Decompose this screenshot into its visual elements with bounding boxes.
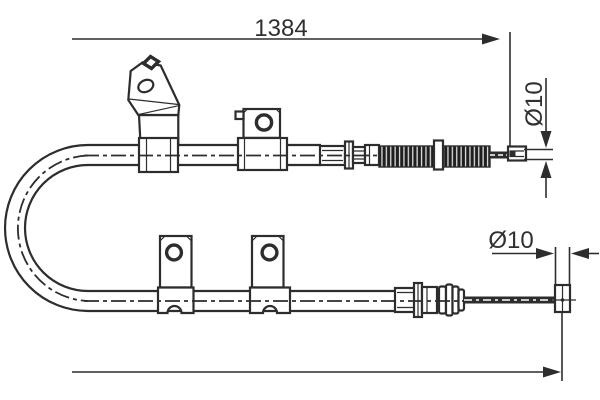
- bellows: [437, 283, 466, 317]
- inner-rod-upper: [490, 151, 509, 159]
- bracket-hole: [254, 113, 274, 132]
- dimension-lower-diameter: Ø10: [488, 227, 599, 284]
- clevis-end-upper: [506, 145, 528, 162]
- arrowhead-left: [571, 248, 589, 259]
- chamfers: [243, 109, 281, 114]
- sheath-end-cap: [393, 286, 418, 314]
- mounting-bracket-flat: [234, 107, 282, 141]
- fold-lines: [128, 98, 179, 115]
- bracket-hole: [164, 243, 184, 262]
- mounting-bracket-angled: [127, 54, 181, 145]
- dimension-label-length: 1384: [254, 15, 307, 42]
- dimension-label-upper-diameter: Ø10: [521, 81, 548, 126]
- center-mark: [560, 298, 565, 302]
- bracket-hole: [260, 243, 279, 262]
- centerline-bend: [16, 154, 89, 302]
- spring-flange: [432, 139, 445, 171]
- dimension-overall-length: 1384: [72, 15, 511, 146]
- arrowhead-right: [482, 33, 500, 45]
- clamp-collar-2: [236, 136, 289, 172]
- dimension-upper-diameter: Ø10: [521, 78, 553, 198]
- cable-outer-sheath: [3, 143, 397, 313]
- bracket-lower-2: [248, 234, 292, 315]
- dimension-label-lower-diameter: Ø10: [488, 227, 533, 254]
- arrowhead-up: [540, 161, 552, 178]
- barrel-end-lower: [548, 283, 576, 314]
- dimension-bottom-reference: [72, 313, 563, 381]
- bracket-tab: [140, 54, 162, 71]
- arrowhead-right: [543, 366, 561, 378]
- bracket-slot-hole: [137, 78, 155, 94]
- extension-lines: [554, 247, 571, 284]
- bracket-collar: [248, 286, 292, 315]
- inner-rod-lower: [464, 296, 555, 304]
- spring-section-upper: [378, 139, 491, 171]
- chamfers: [251, 236, 284, 242]
- arrowhead-right: [536, 248, 554, 259]
- fitting-body: [420, 285, 439, 315]
- bracket-tab: [234, 110, 245, 121]
- chamfers: [159, 236, 192, 242]
- extension-lines: [524, 148, 553, 161]
- arrowhead-down: [540, 131, 552, 148]
- adjuster-lower: [393, 281, 466, 319]
